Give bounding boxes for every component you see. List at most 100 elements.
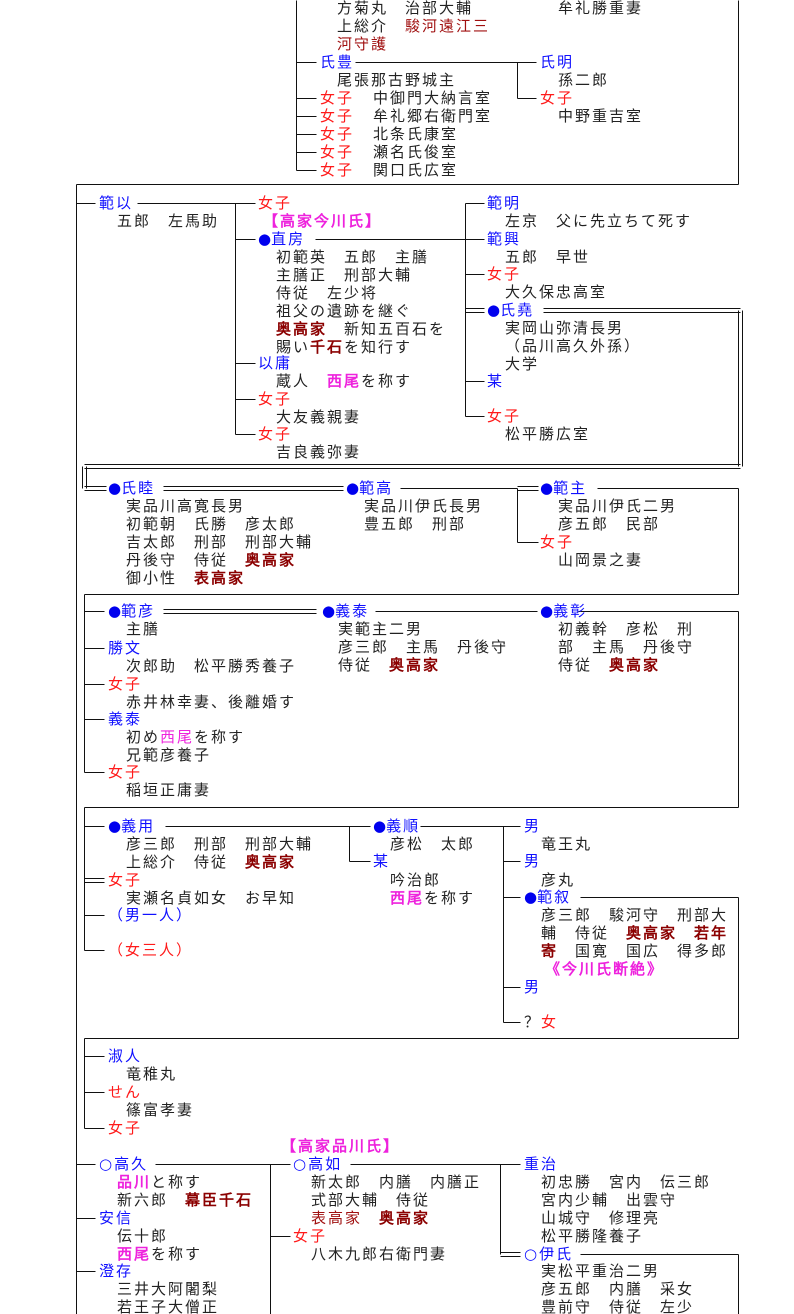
entry-text: 北条氏康室 <box>373 125 459 143</box>
person-name: 範主 <box>553 479 588 497</box>
person-name: 義泰 <box>335 602 370 620</box>
entry-line: 次郎助 松平勝秀養子 <box>126 657 296 675</box>
entry-text: 式部大輔 侍従 <box>311 1191 431 1209</box>
person-entry: 大友義親妻 <box>276 408 361 426</box>
entry-line: 澄存 <box>99 1262 133 1280</box>
person-entry: 女子 <box>540 533 574 551</box>
entry-text: 侍従 <box>558 656 610 674</box>
entry-text: 奥高家 <box>626 924 678 942</box>
person-entry: 山岡景之妻 <box>558 551 643 569</box>
entry-line: 吉太郎 刑部 刑部大輔 <box>126 533 313 551</box>
person-name: 範高 <box>359 479 394 497</box>
entry-line: ●義用 <box>108 817 155 835</box>
person-entry: ●氏睦 <box>108 479 155 497</box>
entry-line: 関口氏広室 <box>373 161 492 179</box>
entry-text: 山岡景之妻 <box>558 551 644 569</box>
entry-text: 彦三郎 刑部 刑部大輔 <box>126 835 314 853</box>
entry-line: ●義泰 <box>322 602 369 620</box>
entry-line: 範以 <box>99 194 133 212</box>
person-entry: 某 <box>373 852 390 870</box>
person-name: 義彰 <box>553 602 588 620</box>
person-entry: 方菊丸 治部大輔上総介 駿河遠江三河守護 <box>337 0 490 53</box>
entry-line: 寄 国寛 国広 得多郎 <box>541 942 728 960</box>
entry-text: 伝十郎 <box>117 1227 169 1245</box>
person-entry: 中野重吉室 <box>558 107 643 125</box>
entry-line: （男一人） <box>108 906 193 924</box>
entry-text: 奥高家 <box>609 656 661 674</box>
person-entry: 女子女子女子女子女子 <box>320 89 354 179</box>
entry-line: 女子 <box>320 107 354 125</box>
entry-line: 部 主馬 丹後守 <box>558 638 694 656</box>
entry-text: 奥高家 <box>276 320 328 338</box>
entry-text: 実品川伊氏長男 <box>364 497 484 515</box>
person-entry: 実品川伊氏二男彦五郎 民部 <box>558 497 677 533</box>
person-entry: 氏明 <box>540 53 574 71</box>
entry-text: 松平勝隆養子 <box>541 1227 644 1245</box>
entry-line: 範興 <box>487 230 521 248</box>
person-entry: 吉良義弥妻 <box>276 443 361 461</box>
entry-text: 大久保忠高室 <box>505 283 608 301</box>
entry-text: 関口氏広室 <box>373 161 459 179</box>
entry-line: ○高如 <box>293 1155 342 1173</box>
entry-text: 五郎 左馬助 <box>117 212 220 230</box>
person-name: 某 <box>373 852 391 870</box>
person-entry: 初め西尾を称す兄範彦養子 <box>126 728 245 764</box>
entry-line: 氏明 <box>540 53 574 71</box>
entry-line: 実品川伊氏二男 <box>558 497 677 515</box>
person-entry: 蔵人 西尾を称す <box>276 372 412 390</box>
entry-line: 宮内少輔 出雲守 <box>541 1191 711 1209</box>
entry-text: 実品川高寛長男 <box>126 497 246 515</box>
entry-line: 牟礼郷右衛門室 <box>373 107 492 125</box>
person-entry: 《今川氏断絶》 <box>545 960 664 978</box>
entry-text: 三井大阿闍梨 <box>117 1280 220 1298</box>
entry-text: 侍従 <box>338 656 390 674</box>
person-entry: ●範主 <box>540 479 587 497</box>
entry-line: 西尾を称す <box>117 1245 202 1263</box>
heir-marker-icon: ● <box>258 230 272 248</box>
entry-text: と称す <box>151 1173 203 1191</box>
entry-line: 品川と称す <box>117 1173 253 1191</box>
entry-text: 新知五百石を <box>327 320 447 338</box>
entry-text: 女子 <box>258 390 293 408</box>
entry-text: 若王子大僧正 <box>117 1298 220 1314</box>
person-entry: 次郎助 松平勝秀養子 <box>126 657 296 675</box>
entry-text: 【高家品川氏】 <box>281 1137 401 1155</box>
entry-line: 主膳正 刑部大輔 <box>276 266 446 284</box>
entry-text: 《今川氏断絶》 <box>545 960 665 978</box>
entry-line: 範明 <box>487 194 521 212</box>
person-entry: 松平勝広室 <box>505 425 590 443</box>
person-entry: 女子 <box>258 425 292 443</box>
entry-line: 祖父の遺跡を継ぐ <box>276 302 446 320</box>
entry-line: 大友義親妻 <box>276 408 361 426</box>
person-entry: ●義用 <box>108 817 155 835</box>
person-name: （男一人） <box>108 906 194 924</box>
person-name: 直房 <box>271 230 306 248</box>
person-entry: 大久保忠高室 <box>505 283 607 301</box>
person-entry: 男 <box>524 978 541 996</box>
person-name: 義泰 <box>108 710 143 728</box>
entry-line: 竜稚丸 <box>126 1065 177 1083</box>
entry-line: 五郎 左馬助 <box>117 212 219 230</box>
entry-text: 上総介 <box>337 17 406 35</box>
heir-marker-icon: ● <box>540 602 554 620</box>
person-entry: 実岡山弥清長男（品川高久外孫）大学 <box>505 319 641 373</box>
entry-line: 瀬名氏俊室 <box>373 143 492 161</box>
entry-text: 新六郎 <box>117 1191 186 1209</box>
person-name: 義用 <box>121 817 156 835</box>
entry-text: 初忠勝 宮内 伝三郎 <box>541 1173 712 1191</box>
person-name: 氏堯 <box>500 301 535 319</box>
entry-line: 孫二郎 <box>558 71 609 89</box>
person-entry: 孫二郎 <box>558 71 609 89</box>
entry-line: ●直房 <box>258 230 305 248</box>
entry-line: 女子 <box>320 161 354 179</box>
entry-text: 瀬名氏俊室 <box>373 143 459 161</box>
entry-line: 実瀬名貞如女 お早知 <box>126 889 296 907</box>
entry-line: 左京 父に先立ちて死す <box>505 212 692 230</box>
entry-text: 国寛 国広 得多郎 <box>558 942 729 960</box>
person-entry: 義泰 <box>108 710 142 728</box>
person-entry: 彦丸 <box>541 871 575 889</box>
person-name: 澄存 <box>99 1262 134 1280</box>
entry-text: 西尾 <box>327 372 362 390</box>
person-name: 氏豊 <box>320 53 355 71</box>
